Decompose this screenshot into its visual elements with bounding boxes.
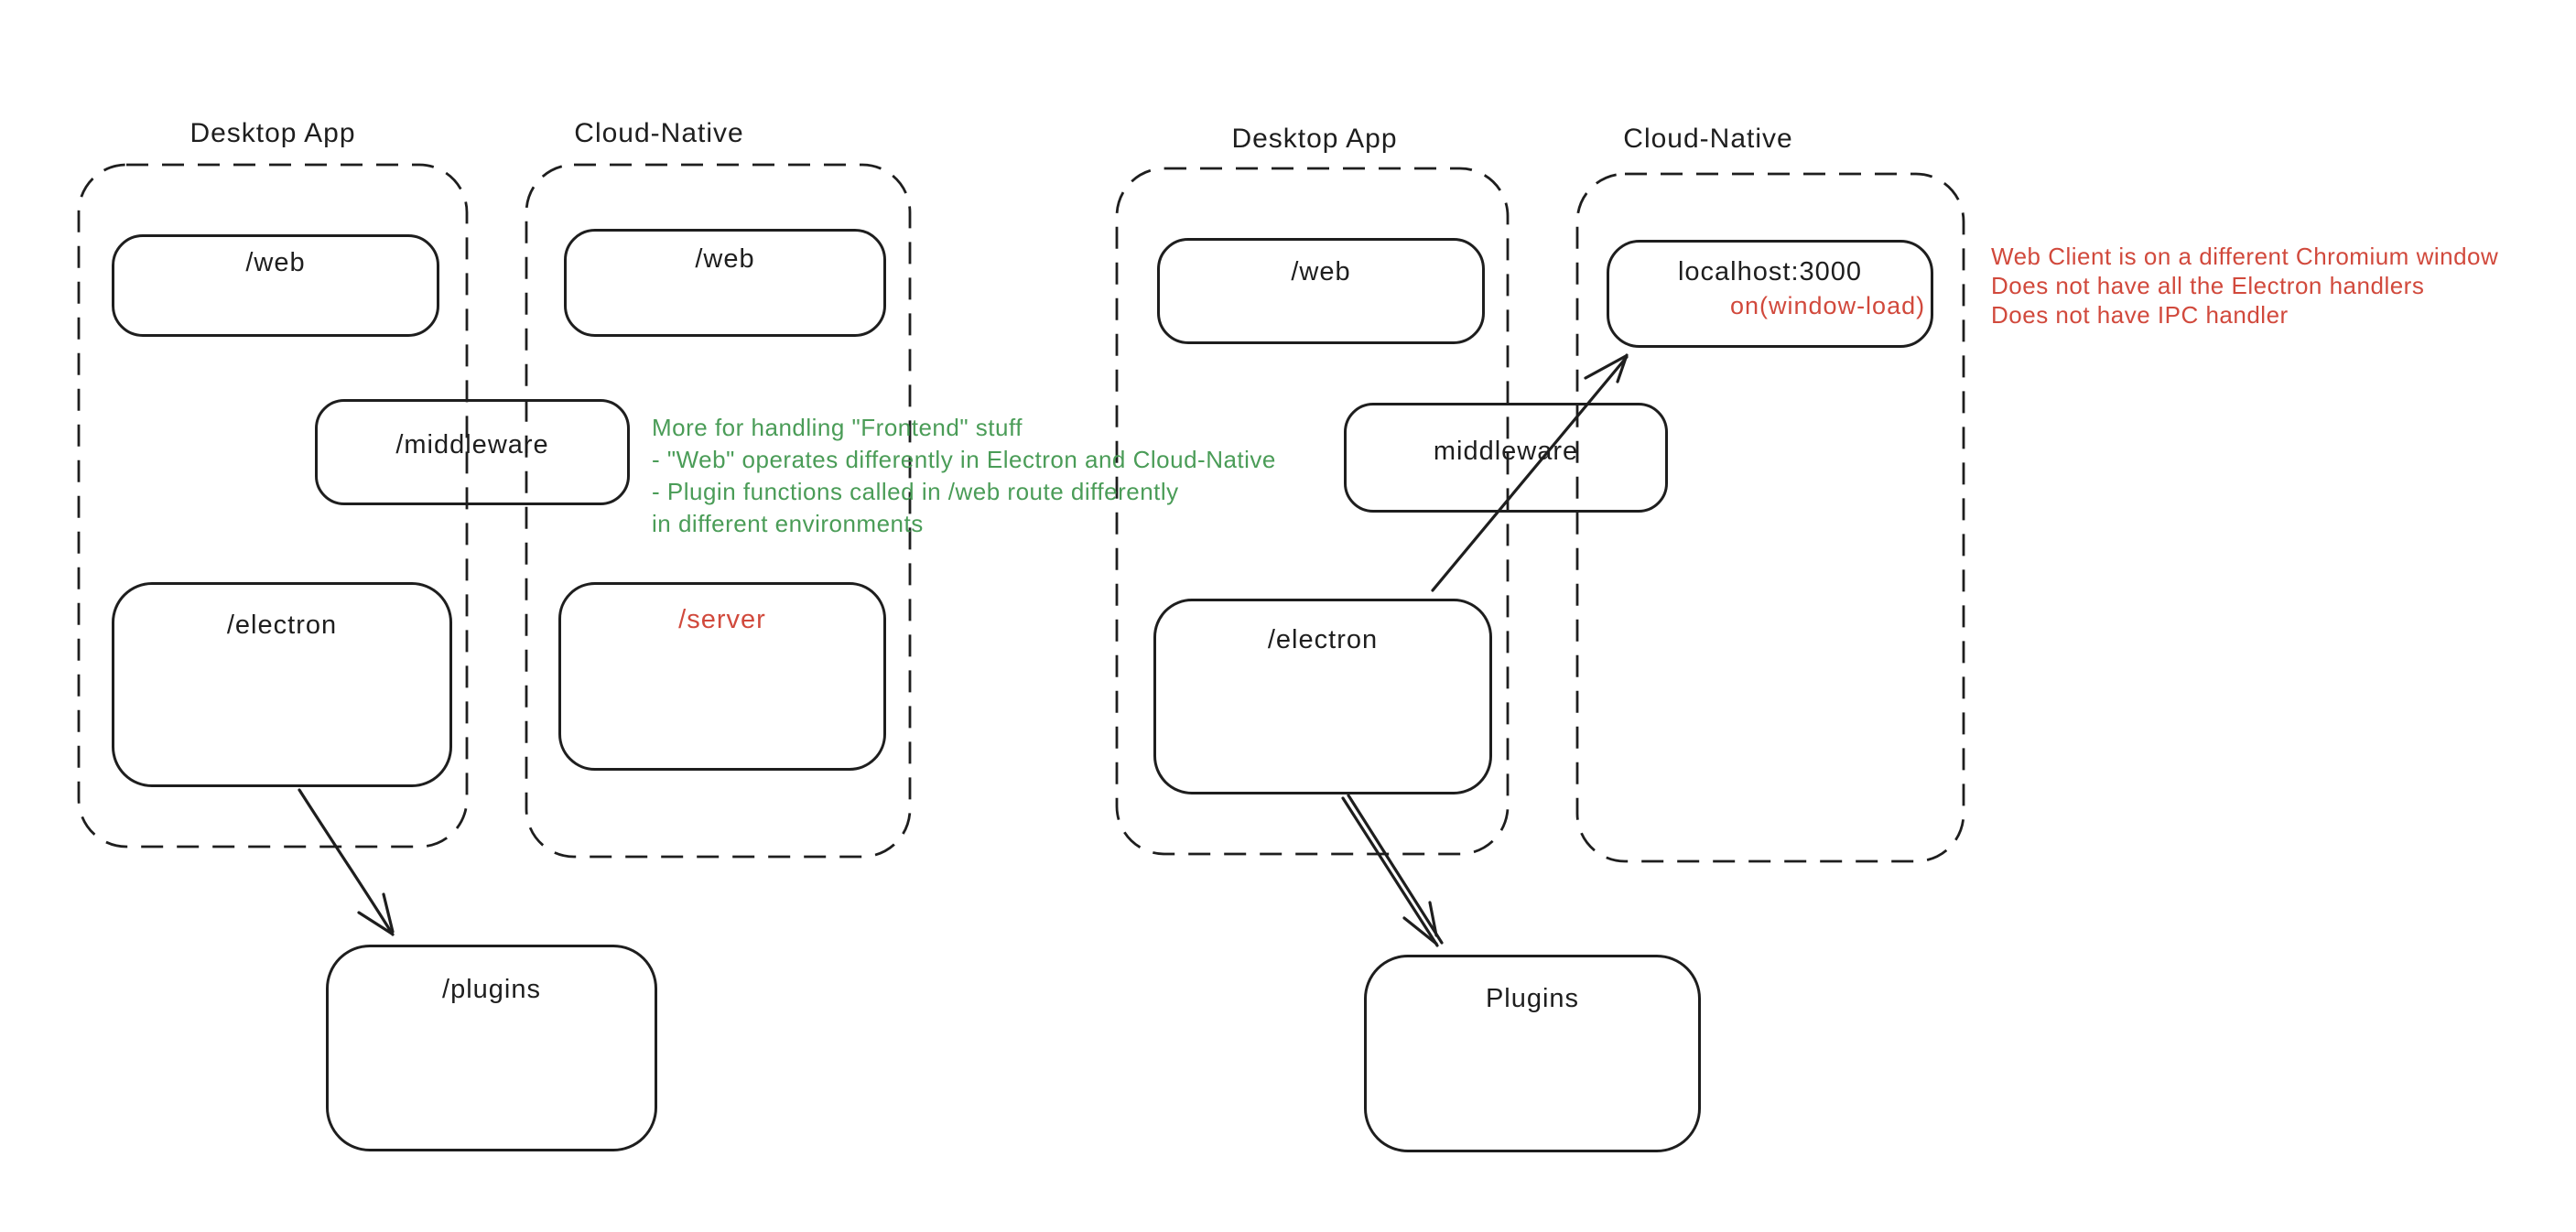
box-label: localhost:3000	[1677, 257, 1863, 286]
window-load-event-label: on(window-load)	[1730, 292, 1926, 319]
right-plugins-box: Plugins	[1364, 955, 1701, 1152]
note-line: - "Web" operates differently in Electron…	[652, 446, 1276, 473]
box-label: /web	[695, 244, 755, 274]
box-label: /web	[245, 248, 306, 277]
box-label: middleware	[1433, 437, 1579, 466]
left-plugins-box: /plugins	[326, 945, 657, 1151]
right-localhost-box: localhost:3000 on(window-load)	[1607, 240, 1933, 348]
note-line: More for handling "Frontend" stuff	[652, 414, 1023, 441]
arrow-left-electron-to-plugins	[298, 788, 395, 936]
left-server-box: /server	[558, 582, 886, 771]
left-green-note: More for handling "Frontend" stuff - "We…	[652, 412, 1276, 540]
box-label: /plugins	[442, 975, 541, 1004]
note-line: in different environments	[652, 510, 924, 537]
right-desktop-web-box: /web	[1157, 238, 1485, 344]
note-line: Does not have all the Electron handlers	[1991, 272, 2425, 299]
box-label: /electron	[226, 611, 338, 640]
box-label: /server	[678, 605, 766, 634]
box-label: /middleware	[395, 430, 549, 459]
right-red-note: Web Client is on a different Chromium wi…	[1991, 242, 2498, 330]
right-middleware-box: middleware	[1344, 403, 1668, 513]
right-electron-box: /electron	[1153, 599, 1492, 794]
left-cloud-native-label: Cloud-Native	[574, 118, 744, 148]
note-line: Does not have IPC handler	[1991, 301, 2289, 329]
left-desktop-app-label: Desktop App	[189, 118, 356, 148]
box-label: /web	[1291, 257, 1351, 286]
box-label: Plugins	[1485, 984, 1580, 1013]
note-line: Web Client is on a different Chromium wi…	[1991, 243, 2499, 270]
left-electron-box: /electron	[112, 582, 452, 787]
left-desktop-web-box: /web	[112, 234, 439, 337]
note-line: - Plugin functions called in /web route …	[652, 478, 1179, 505]
left-middleware-box: /middleware	[315, 399, 630, 505]
right-desktop-app-label: Desktop App	[1231, 124, 1398, 154]
arrow-right-electron-to-plugins	[1341, 794, 1444, 947]
left-cloud-web-box: /web	[564, 229, 886, 337]
box-label: /electron	[1267, 625, 1379, 654]
right-cloud-native-label: Cloud-Native	[1623, 124, 1793, 154]
